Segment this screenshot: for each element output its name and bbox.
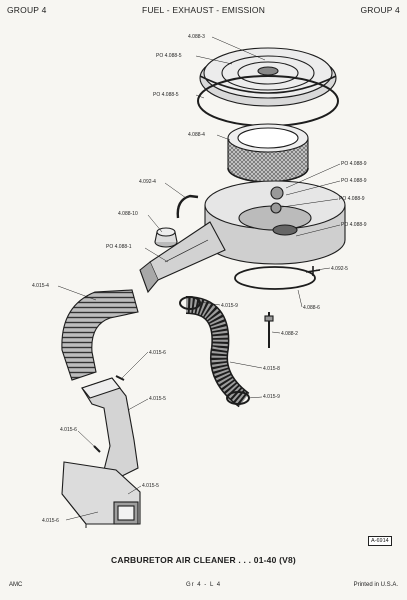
label-4015-5-a: 4.015-5 — [149, 396, 166, 402]
vent-hose — [176, 194, 199, 219]
label-po-4088-9-b: PO 4.088-9 — [341, 178, 367, 184]
label-po-4088-5-a: PO 4.088-5 — [156, 53, 182, 59]
mounting-stud — [264, 312, 274, 348]
label-4088-4: 4.088-4 — [188, 132, 205, 138]
control-valve — [154, 227, 178, 248]
footer-page-ref: Gr 4 - L 4 — [185, 582, 222, 588]
diagram-caption: CARBURETOR AIR CLEANER . . . 01-40 (V8) — [111, 555, 296, 565]
label-4088-6: 4.088-6 — [303, 305, 320, 311]
label-4088-10: 4.088-10 — [118, 211, 138, 217]
label-4092-4: 4.092-4 — [139, 179, 156, 185]
label-4015-6-c: 4.015-6 — [42, 518, 59, 524]
air-cleaner-housing — [139, 180, 346, 294]
intake-box — [61, 461, 141, 528]
footer-printed: Printed in U.S.A. — [353, 582, 398, 588]
label-4015-9-b: 4.015-9 — [263, 394, 280, 400]
label-po-4088-9-d: PO 4.088-9 — [341, 222, 367, 228]
flex-duct — [61, 289, 139, 381]
air-cleaner-cover — [199, 47, 337, 107]
label-po-4088-9-c: PO 4.088-9 — [339, 196, 365, 202]
label-4088-3: 4.088-3 — [188, 34, 205, 40]
label-4092-5: 4.092-5 — [331, 266, 348, 272]
label-4015-6-a: 4.015-6 — [149, 350, 166, 356]
label-po-4088-9-a: PO 4.088-9 — [341, 161, 367, 167]
housing-seal — [234, 266, 316, 290]
label-4015-6-b: 4.015-6 — [60, 427, 77, 433]
label-4015-4: 4.015-4 — [32, 283, 49, 289]
label-4088-2: 4.088-2 — [281, 331, 298, 337]
footer-left: AMC — [9, 582, 23, 588]
label-po-4088-5-b: PO 4.088-5 — [153, 92, 179, 98]
header-group-right: GROUP 4 — [360, 5, 400, 15]
header-group-left: GROUP 4 — [7, 5, 47, 15]
header-title: FUEL - EXHAUST - EMISSION — [141, 5, 266, 15]
label-4015-8: 4.015-8 — [263, 366, 280, 372]
reference-code-box: A-6914 — [368, 536, 392, 546]
filter-element — [227, 123, 309, 183]
hose-clamp-upper — [179, 296, 201, 310]
label-po-4088-1: PO 4.088-1 — [106, 244, 132, 250]
screw-a — [115, 375, 125, 381]
label-4015-5-b: 4.015-5 — [142, 483, 159, 489]
label-4015-9-a: 4.015-9 — [221, 303, 238, 309]
wing-nut — [305, 266, 321, 276]
